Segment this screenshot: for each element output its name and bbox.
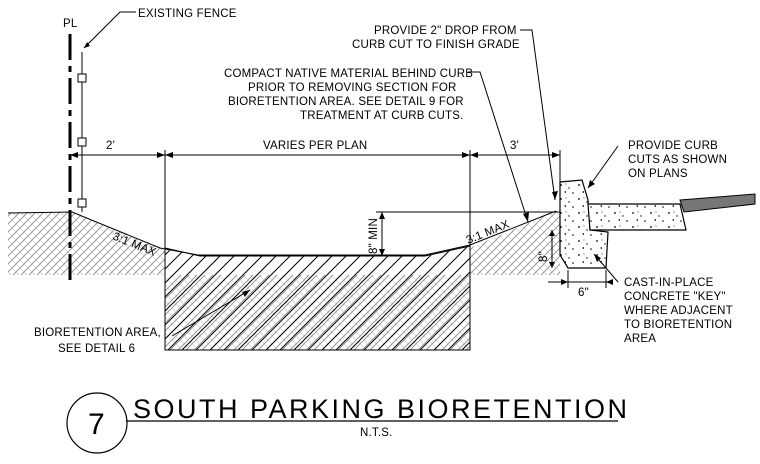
label-curb-cuts-1: PROVIDE CURB: [628, 140, 718, 152]
label-compact-1: COMPACT NATIVE MATERIAL BEHIND CURB: [224, 68, 473, 80]
arrow-curb-cuts: [588, 180, 595, 188]
leader-compact-native: [468, 71, 529, 223]
arrow-bioretention: [242, 290, 250, 297]
leader-provide-drop: [520, 29, 556, 201]
label-compact-3: BIORETENTION AREA. SEE DETAIL 9 FOR: [228, 96, 464, 108]
arrow-cast-in-place: [594, 254, 601, 262]
label-2ft: 2': [106, 140, 115, 152]
detail-title: SOUTH PARKING BIORETENTION: [133, 394, 630, 424]
label-bioretention-2: SEE DETAIL 6: [58, 343, 135, 355]
dim-arrows-top: [70, 152, 560, 158]
leader-curb-cuts: [587, 145, 619, 189]
fence-wire-2: [77, 137, 87, 147]
label-3ft: 3': [510, 140, 519, 152]
label-cast-2: CONCRETE "KEY": [624, 291, 726, 303]
leader-bioretention: [171, 289, 251, 337]
label-cast-4: TO BIORETENTION: [624, 319, 732, 331]
label-drop-1: PROVIDE 2" DROP FROM: [374, 25, 517, 37]
arrow-provide-drop: [552, 191, 558, 200]
leader-existing-fence: [83, 11, 136, 49]
detail-scale: N.T.S.: [360, 427, 393, 439]
label-curb-cuts-2: CUTS AS SHOWN: [628, 154, 727, 166]
label-curb-cuts-3: ON PLANS: [628, 168, 688, 180]
label-6in: 6": [578, 287, 589, 299]
label-8in: 8": [538, 251, 550, 262]
asphalt-surface: [679, 193, 756, 213]
label-drop-2: CURB CUT TO FINISH GRADE: [352, 39, 520, 51]
label-cast-1: CAST-IN-PLACE: [624, 277, 714, 289]
label-compact-4: TREATMENT AT CURB CUTS.: [300, 110, 463, 122]
label-8in-min: 8" MIN: [368, 218, 380, 254]
label-compact-2: PRIOR TO REMOVING SECTION FOR: [248, 82, 457, 94]
concrete-pavement: [587, 203, 687, 231]
label-bioretention-1: BIORETENTION AREA,: [34, 327, 161, 339]
label-cast-5: AREA: [624, 333, 656, 345]
label-existing-fence: EXISTING FENCE: [138, 8, 237, 20]
concrete-curb: [559, 179, 609, 269]
label-pl: PL: [63, 18, 78, 30]
detail-number: 7: [88, 408, 105, 441]
bioretention-area-hatch: [164, 245, 471, 351]
arrow-existing-fence: [84, 42, 90, 48]
fence-wire-1: [77, 73, 87, 83]
label-cast-3: WHERE ADJACENT: [624, 305, 733, 317]
arrow-compact-native: [523, 212, 529, 222]
fence-wire-3: [77, 198, 87, 208]
label-varies-per-plan: VARIES PER PLAN: [263, 140, 367, 152]
detail-number-circle: [66, 392, 128, 454]
